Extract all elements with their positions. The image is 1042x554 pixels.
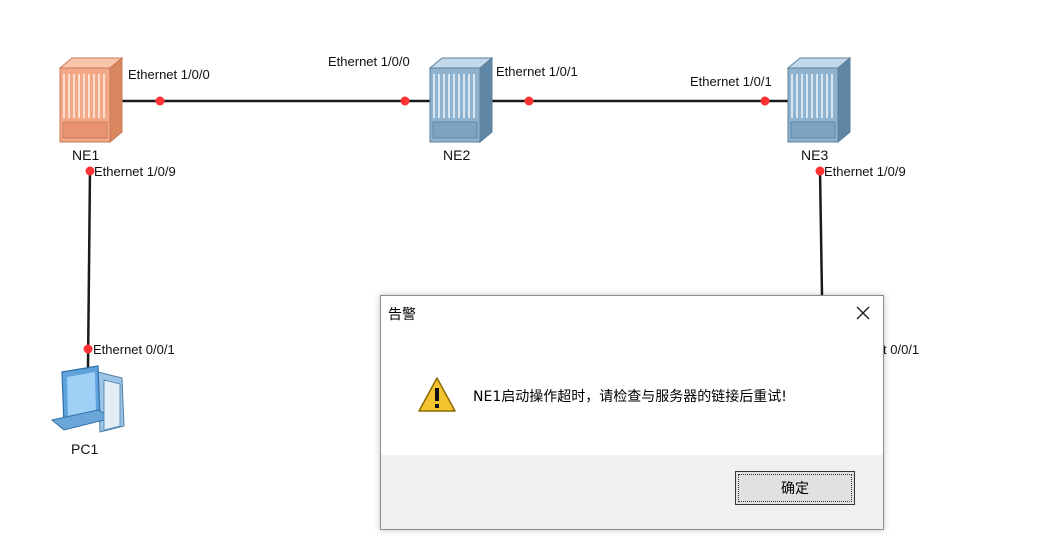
dialog-footer: 确定 (381, 455, 883, 529)
port-dot-ne1-e109 (85, 166, 95, 176)
port-dot-ne3-e101 (760, 96, 770, 106)
router-ne2-icon[interactable] (428, 56, 494, 144)
pc1-port-label: Ethernet 0/0/1 (93, 342, 175, 357)
router-ne3-icon[interactable] (786, 56, 852, 144)
dialog-message: NE1启动操作超时，请检查与服务器的链接后重试! (473, 389, 787, 405)
pc1-computer-icon[interactable] (50, 365, 125, 433)
ne2-port-label-e100: Ethernet 1/0/0 (328, 54, 410, 69)
close-button[interactable] (843, 296, 883, 330)
ne3-port-label-e109: Ethernet 1/0/9 (824, 164, 906, 179)
ne1-name-label: NE1 (72, 147, 100, 163)
dialog-title: 告警 (388, 306, 416, 322)
port-dot-ne2-e100 (400, 96, 410, 106)
ne1-port-label-e109: Ethernet 1/0/9 (94, 164, 176, 179)
warning-icon (418, 377, 456, 412)
port-dot-ne2-e101 (524, 96, 534, 106)
ne3-port-label-e101: Ethernet 1/0/1 (690, 74, 772, 89)
alert-dialog: 告警 NE1启动操作超时，请检查与服务器的链接后重试! 确定 (380, 295, 884, 530)
ne3-name-label: NE3 (801, 147, 829, 163)
hidden-port-label-partial: t 0/0/1 (883, 342, 920, 357)
port-dot-ne3-e109 (815, 166, 825, 176)
link-ne3-pc[interactable] (818, 169, 824, 297)
link-ne1-pc1[interactable] (86, 169, 92, 369)
pc1-name-label: PC1 (71, 441, 99, 457)
close-icon (856, 306, 870, 320)
ne2-name-label: NE2 (443, 147, 471, 163)
router-ne1-icon[interactable] (58, 56, 124, 144)
ok-button[interactable]: 确定 (735, 471, 855, 505)
port-dot-pc1-e001 (83, 344, 93, 354)
port-dot-ne1-e100 (155, 96, 165, 106)
ne2-port-label-e101: Ethernet 1/0/1 (496, 64, 578, 79)
ne1-port-label-e100: Ethernet 1/0/0 (128, 67, 210, 82)
